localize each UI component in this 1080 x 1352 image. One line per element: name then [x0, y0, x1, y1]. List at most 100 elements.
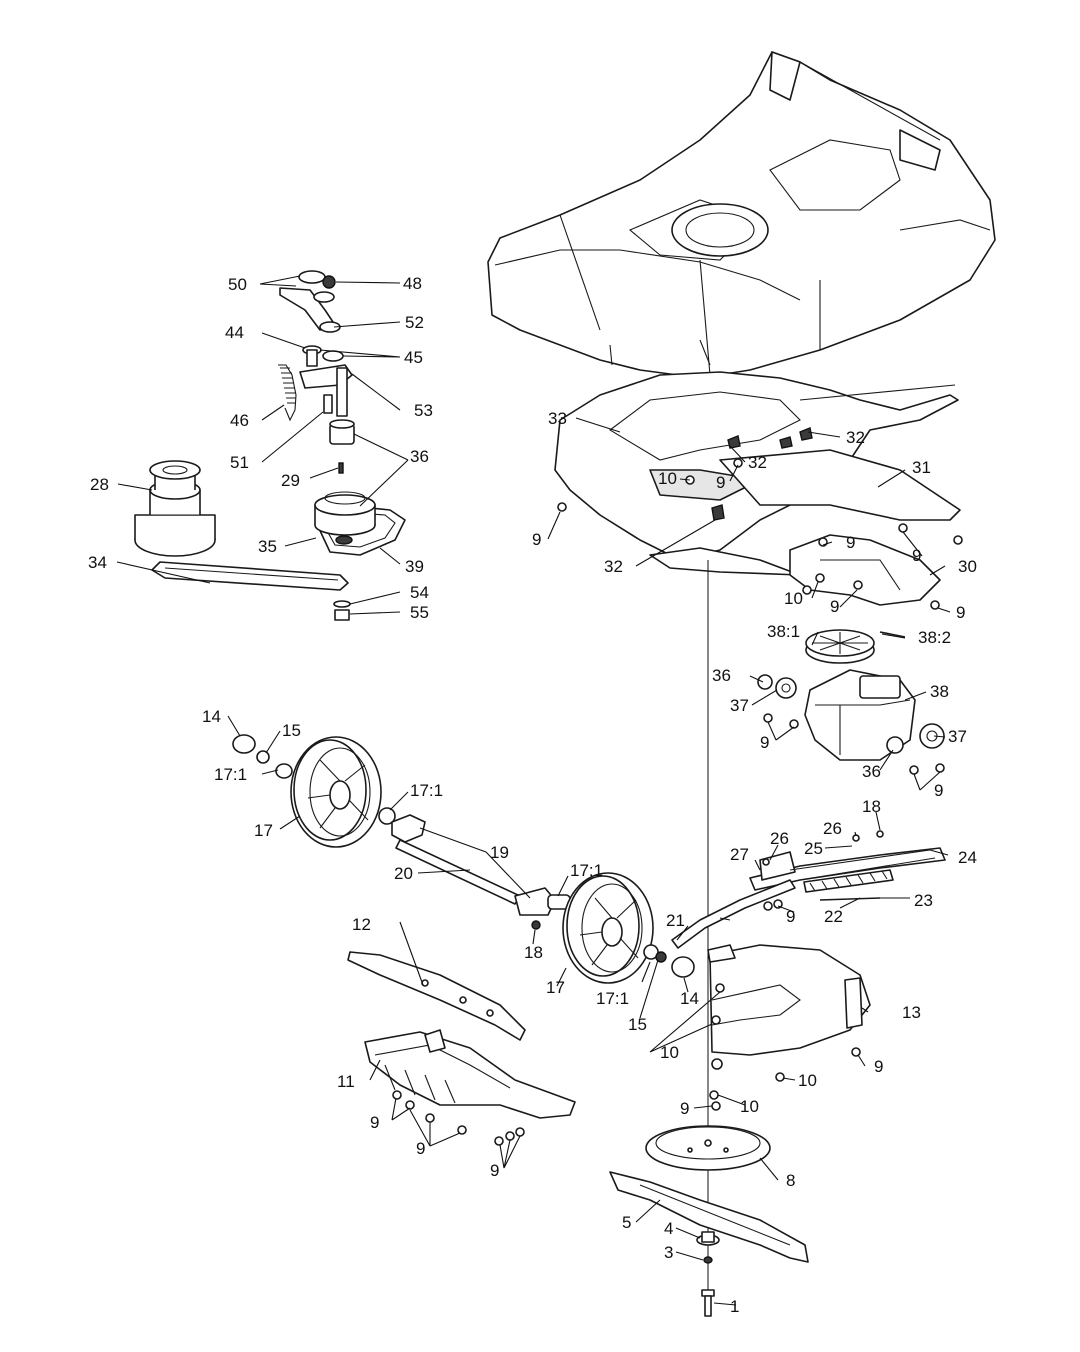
- label-9e: 9: [830, 597, 839, 616]
- label-26a: 26: [770, 829, 789, 848]
- left-wheel-17: [232, 734, 396, 848]
- label-37b: 37: [948, 727, 967, 746]
- label-17-1d: 17:1: [596, 989, 629, 1008]
- label-52: 52: [405, 313, 424, 332]
- label-17a: 17: [254, 821, 273, 840]
- label-53: 53: [414, 401, 433, 420]
- label-50: 50: [228, 275, 247, 294]
- label-24: 24: [958, 848, 977, 867]
- label-10b: 10: [784, 589, 803, 608]
- bracket-24-spring-23: [749, 830, 946, 911]
- washer-nut-54-55: [333, 600, 351, 621]
- label-9f: 9: [956, 603, 965, 622]
- rod-21: [671, 879, 796, 949]
- label-36a: 36: [410, 447, 429, 466]
- pulley-38-1: [805, 629, 906, 664]
- blade-fasteners: [696, 1231, 720, 1317]
- label-14b: 14: [680, 989, 699, 1008]
- gearbox-38: [757, 669, 945, 775]
- label-31: 31: [912, 458, 931, 477]
- label-48: 48: [403, 274, 422, 293]
- label-9d: 9: [912, 546, 921, 565]
- label-54: 54: [410, 583, 429, 602]
- part-number-labels: 50 48 52 44 45 46 53 51 36 29 28 35 34 3…: [88, 274, 977, 1316]
- label-9k: 9: [680, 1099, 689, 1118]
- label-29: 29: [281, 471, 300, 490]
- label-46: 46: [230, 411, 249, 430]
- label-38: 38: [930, 682, 949, 701]
- label-1: 1: [730, 1297, 739, 1316]
- label-10d: 10: [798, 1071, 817, 1090]
- front-bar-12: [347, 951, 526, 1041]
- rear-deck-13: [707, 944, 871, 1111]
- label-38-2: 38:2: [918, 628, 951, 647]
- label-15b: 15: [628, 1015, 647, 1034]
- lever-assembly: [278, 270, 355, 474]
- label-22: 22: [824, 907, 843, 926]
- label-33: 33: [548, 409, 567, 428]
- label-9g: 9: [760, 733, 769, 752]
- label-39: 39: [405, 557, 424, 576]
- label-11: 11: [337, 1072, 355, 1091]
- label-32c: 32: [604, 557, 623, 576]
- label-12: 12: [352, 915, 371, 934]
- label-19: 19: [490, 843, 509, 862]
- axle-20-19: [391, 814, 571, 930]
- label-15a: 15: [282, 721, 301, 740]
- label-4: 4: [664, 1219, 673, 1238]
- label-44: 44: [225, 323, 244, 342]
- label-17-1b: 17:1: [410, 781, 443, 800]
- label-9m: 9: [416, 1139, 425, 1158]
- label-13: 13: [902, 1003, 921, 1022]
- label-32a: 32: [846, 428, 865, 447]
- pulley-28: [134, 460, 216, 557]
- label-26b: 26: [823, 819, 842, 838]
- label-45: 45: [404, 348, 423, 367]
- label-30: 30: [958, 557, 977, 576]
- blade-disc-8: [645, 1125, 771, 1171]
- label-20: 20: [394, 864, 413, 883]
- label-55: 55: [410, 603, 429, 622]
- label-34: 34: [88, 553, 107, 572]
- leader-lines: [116, 275, 951, 1306]
- label-23: 23: [914, 891, 933, 910]
- label-17-1a: 17:1: [214, 765, 247, 784]
- label-9j: 9: [874, 1057, 883, 1076]
- chassis-frame: [554, 371, 961, 606]
- label-35: 35: [258, 537, 277, 556]
- label-9-lower: 9: [490, 1161, 499, 1180]
- label-9h: 9: [934, 781, 943, 800]
- label-18b: 18: [862, 797, 881, 816]
- label-28: 28: [90, 475, 109, 494]
- label-10c: 10: [660, 1043, 679, 1062]
- label-27: 27: [730, 845, 749, 864]
- label-9l: 9: [370, 1113, 379, 1132]
- label-17b: 17: [546, 978, 565, 997]
- label-5: 5: [622, 1213, 631, 1232]
- blade-5: [609, 1171, 809, 1263]
- label-10e: 10: [740, 1097, 759, 1116]
- label-51: 51: [230, 453, 249, 472]
- front-deck-11: [364, 1029, 576, 1146]
- label-21: 21: [666, 911, 685, 930]
- label-10a: 10: [658, 469, 677, 488]
- label-38-1: 38:1: [767, 622, 800, 641]
- right-wheel-17: [562, 872, 695, 984]
- mower-body-cover: [487, 51, 996, 379]
- label-17-1c: 17:1: [570, 861, 603, 880]
- label-37a: 37: [730, 696, 749, 715]
- label-36b: 36: [712, 666, 731, 685]
- label-9b: 9: [532, 530, 541, 549]
- label-3: 3: [664, 1243, 673, 1262]
- label-25: 25: [804, 839, 823, 858]
- label-36c: 36: [862, 762, 881, 781]
- label-8: 8: [786, 1171, 795, 1190]
- label-9i: 9: [786, 907, 795, 926]
- label-32b: 32: [748, 453, 767, 472]
- label-14a: 14: [202, 707, 221, 726]
- label-9a: 9: [716, 473, 725, 492]
- label-9c: 9: [846, 533, 855, 552]
- pulley-35-belt-39: [314, 491, 406, 556]
- label-18a: 18: [524, 943, 543, 962]
